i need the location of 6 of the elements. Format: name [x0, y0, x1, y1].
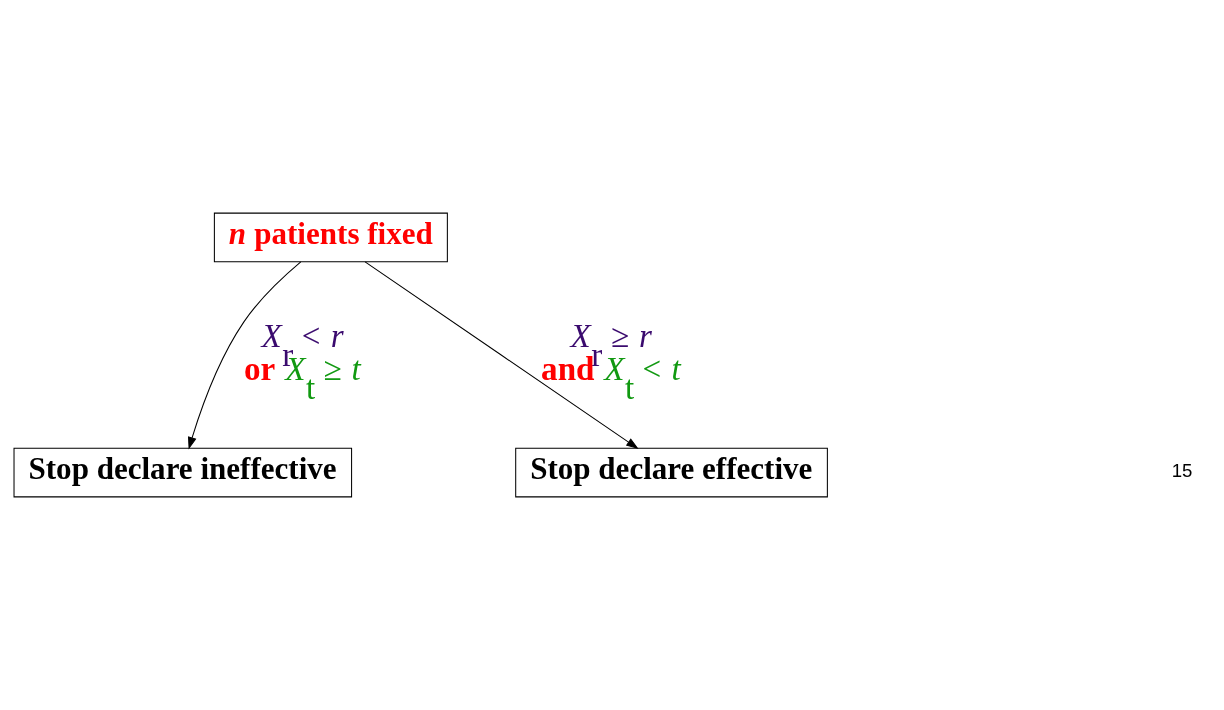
label: 15	[1171, 460, 1193, 482]
node-box: Stop declare effective	[515, 447, 828, 498]
node-box: Stop declare ineffective	[13, 447, 353, 498]
arrow	[188, 261, 302, 450]
arrow	[364, 261, 639, 449]
node-box: n patients fixed	[213, 212, 448, 263]
